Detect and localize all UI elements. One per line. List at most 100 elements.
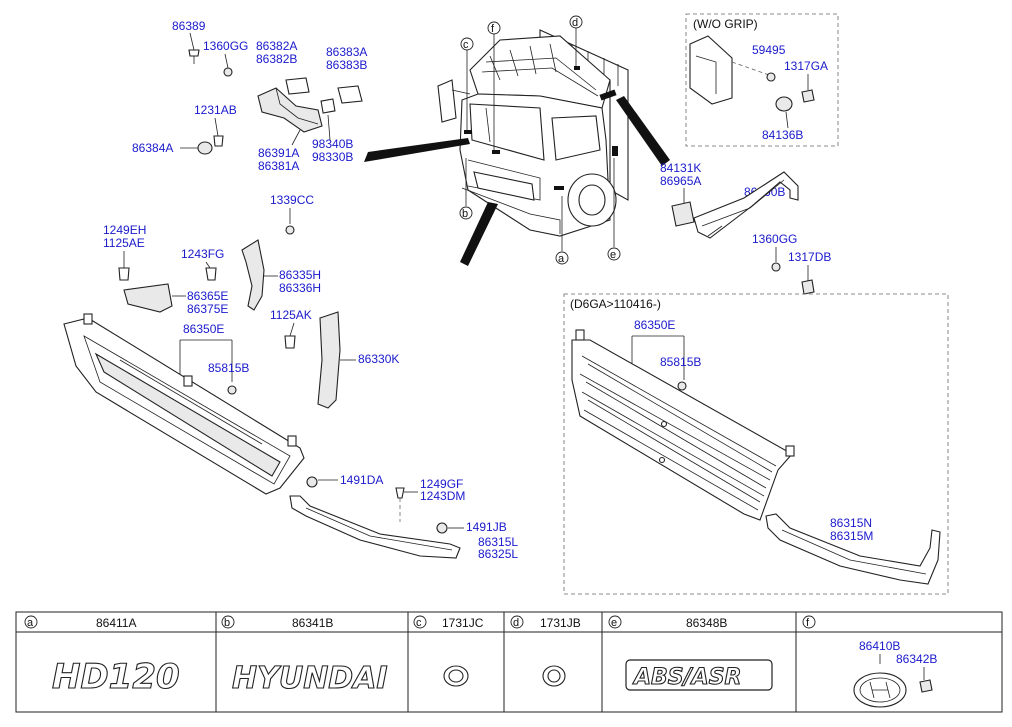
callout-c-truck bbox=[460, 37, 474, 51]
callout-e-truck-text: e bbox=[610, 249, 616, 261]
bolt-1249EH bbox=[118, 267, 130, 281]
bolt-1317GA bbox=[801, 89, 815, 103]
nut-59495 bbox=[766, 72, 776, 82]
label-85815B-left: 85815B bbox=[208, 361, 249, 375]
label-1491JB: 1491JB bbox=[466, 520, 507, 534]
label-86383A: 86383A bbox=[326, 45, 367, 59]
callout-a-table-text: a bbox=[27, 617, 34, 629]
side-window bbox=[551, 115, 601, 161]
pointer-to-grip bbox=[616, 96, 670, 166]
label-86350E-left: 86350E bbox=[183, 322, 224, 336]
clip-85815B-left bbox=[227, 385, 237, 395]
callout-a-truck-text: a bbox=[558, 253, 565, 265]
front-grille-location bbox=[473, 171, 535, 201]
callout-b-table bbox=[221, 615, 235, 629]
wo-grip-frame bbox=[685, 13, 839, 147]
grille-tab bbox=[183, 375, 193, 387]
callout-f-table-text: f bbox=[806, 617, 810, 629]
bolt-1317DB bbox=[801, 279, 815, 295]
callout-f-truck bbox=[487, 21, 501, 35]
callout-a-truck bbox=[555, 251, 569, 265]
label-1491DA: 1491DA bbox=[340, 473, 383, 487]
table-part-86348B: 86348B bbox=[686, 616, 727, 630]
label-1243DM: 1243DM bbox=[420, 489, 465, 503]
label-98330B: 98330B bbox=[312, 150, 353, 164]
clip-85815B-right bbox=[677, 381, 687, 391]
grille-d6ga bbox=[571, 339, 793, 521]
table-part-86341B: 86341B bbox=[292, 616, 333, 630]
emblem-abs-asr: ABS/ASR bbox=[632, 665, 742, 690]
grip-group: 84131K 86965A 86960B 1360GG 1317DB bbox=[660, 161, 831, 295]
table-part-1731JB: 1731JB bbox=[540, 616, 581, 630]
label-1360GG-grip: 1360GG bbox=[752, 232, 797, 246]
emblem-table: a 86411A HD120 b 86341B HYUNDAI c 1731JC… bbox=[15, 611, 1003, 713]
label-1339CC: 1339CC bbox=[270, 193, 314, 207]
label-85815B-right: 85815B bbox=[660, 355, 701, 369]
clip-1491JB bbox=[436, 522, 448, 534]
clip-86342B bbox=[919, 679, 933, 693]
emblem-abs-asr-frame bbox=[625, 659, 773, 691]
callout-b-truck-text: b bbox=[462, 208, 468, 220]
label-86965A: 86965A bbox=[660, 174, 701, 188]
grille-tab bbox=[785, 445, 795, 457]
table-part-86410B: 86410B bbox=[859, 639, 900, 653]
windshield bbox=[469, 103, 545, 161]
label-86335H: 86335H bbox=[279, 268, 321, 282]
pointer-to-mirror-bracket bbox=[364, 138, 470, 162]
screw-1243FG bbox=[205, 267, 217, 281]
bracket-86365E bbox=[123, 283, 173, 313]
callout-d-table-text: d bbox=[513, 617, 519, 629]
table-frame bbox=[15, 611, 1003, 713]
bracket-group-upper: 86389 1360GG 86382A 86382B 86383A 86383B… bbox=[132, 19, 367, 173]
label-86381A: 86381A bbox=[258, 159, 299, 173]
label-98340B: 98340B bbox=[312, 137, 353, 151]
emblem-hd120: HD120 bbox=[52, 657, 180, 697]
label-86384A: 86384A bbox=[132, 141, 173, 155]
label-86383B: 86383B bbox=[326, 58, 367, 72]
clip-98340B bbox=[320, 98, 336, 114]
label-1243FG: 1243FG bbox=[181, 247, 224, 261]
callout-b-truck bbox=[459, 206, 473, 220]
callout-f-truck-text: f bbox=[491, 23, 495, 35]
pad-86383 bbox=[337, 85, 363, 104]
cap-86384A bbox=[197, 141, 213, 155]
callout-f-table bbox=[802, 615, 816, 629]
label-1317GA: 1317GA bbox=[784, 59, 828, 73]
callout-d-truck-text: d bbox=[572, 17, 578, 29]
lower-garnish-86315L bbox=[289, 495, 461, 559]
bracket-group-mid: 1339CC 1249EH 1125AE 1243FG 86335H 86336… bbox=[103, 193, 399, 409]
callout-e-table bbox=[608, 615, 622, 629]
bracket-86335H bbox=[241, 239, 265, 311]
label-86391A: 86391A bbox=[258, 146, 299, 160]
label-1249GF: 1249GF bbox=[420, 477, 463, 491]
bracket-86330K bbox=[317, 311, 341, 409]
emblem-hyundai: HYUNDAI bbox=[232, 661, 388, 696]
label-1231AB: 1231AB bbox=[194, 103, 237, 117]
label-86330K: 86330K bbox=[358, 352, 399, 366]
wo-grip-title: (W/O GRIP) bbox=[693, 17, 758, 31]
label-1125AK: 1125AK bbox=[270, 308, 312, 322]
bolt-1125AK bbox=[284, 335, 296, 349]
truck-cab: c f d b a e bbox=[364, 15, 670, 266]
label-1249EH: 1249EH bbox=[103, 223, 146, 237]
label-1125AE: 1125AE bbox=[103, 236, 145, 250]
label-86336H: 86336H bbox=[279, 281, 321, 295]
callout-e-table-text: e bbox=[611, 617, 617, 629]
label-1360GG-upper: 1360GG bbox=[203, 39, 248, 53]
label-59495: 59495 bbox=[752, 43, 786, 57]
grille-left-group: 86350E 85815B 1491DA 1249GF 1243DM 1491J… bbox=[63, 313, 518, 561]
callout-d-table bbox=[510, 615, 524, 629]
grille-tab bbox=[575, 329, 585, 341]
screw-1249GF bbox=[395, 487, 405, 499]
nut-1360GG-grip bbox=[771, 262, 781, 272]
label-86375E: 86375E bbox=[187, 302, 228, 316]
d6ga-title: (D6GA>110416-) bbox=[570, 297, 661, 311]
screw-1231AB bbox=[213, 135, 224, 147]
cap-84136B bbox=[775, 96, 793, 112]
label-1317DB: 1317DB bbox=[788, 250, 831, 264]
grille-tab bbox=[287, 435, 297, 447]
label-86389: 86389 bbox=[172, 19, 206, 33]
lower-garnish-86315N bbox=[765, 513, 941, 585]
bolt-86389 bbox=[188, 49, 200, 57]
